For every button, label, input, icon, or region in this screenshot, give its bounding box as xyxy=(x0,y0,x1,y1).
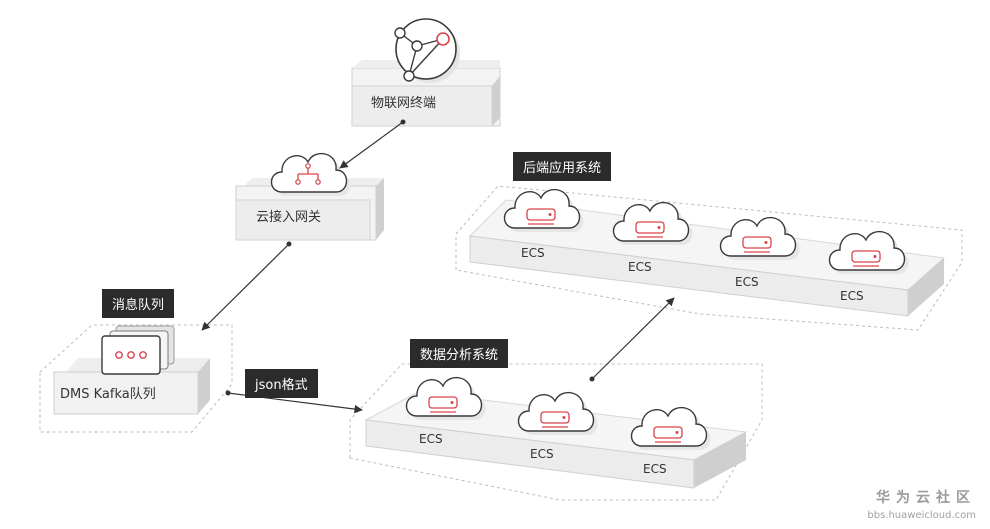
ecs-label: ECS xyxy=(643,462,667,476)
ecs-label: ECS xyxy=(521,246,545,260)
message-queue-tag: 消息队列 xyxy=(102,289,175,318)
watermark-brand: 华为云社区 xyxy=(876,490,976,506)
kafka-queue-label: DMS Kafka队列 xyxy=(60,387,156,402)
backend-system-tag: 后端应用系统 xyxy=(513,152,612,181)
gateway-platform xyxy=(235,178,384,241)
ecs-label: ECS xyxy=(530,447,554,461)
ecs-label: ECS xyxy=(419,432,443,446)
ecs-server-icon xyxy=(612,201,694,246)
backend-platform xyxy=(468,199,946,317)
ecs-label: ECS xyxy=(840,289,864,303)
iot-terminal-platform xyxy=(351,60,502,127)
gateway-label: 云接入网关 xyxy=(256,210,322,225)
ecs-server-icon xyxy=(517,391,599,436)
ecs-server-icon xyxy=(719,216,801,261)
ecs-label: ECS xyxy=(735,275,759,289)
iot-network-icon xyxy=(394,18,460,83)
gateway-cloud-icon xyxy=(270,152,352,197)
analytics-system-tag: 数据分析系统 xyxy=(410,339,509,368)
message-queue-icon xyxy=(101,325,175,375)
ecs-server-icon xyxy=(630,406,712,451)
ecs-server-icon xyxy=(828,230,910,275)
json-format-tag: json格式 xyxy=(245,369,318,398)
connector-gateway-to-kafka xyxy=(201,241,292,331)
ecs-server-icon xyxy=(405,376,487,421)
iot-terminal-label: 物联网终端 xyxy=(371,96,437,111)
ecs-label: ECS xyxy=(628,260,652,274)
connector-terminal-to-gateway xyxy=(339,119,406,169)
watermark-url: bbs.huaweicloud.com xyxy=(867,510,976,521)
ecs-server-icon xyxy=(503,188,585,233)
connector-analytics-to-backend xyxy=(589,297,675,382)
